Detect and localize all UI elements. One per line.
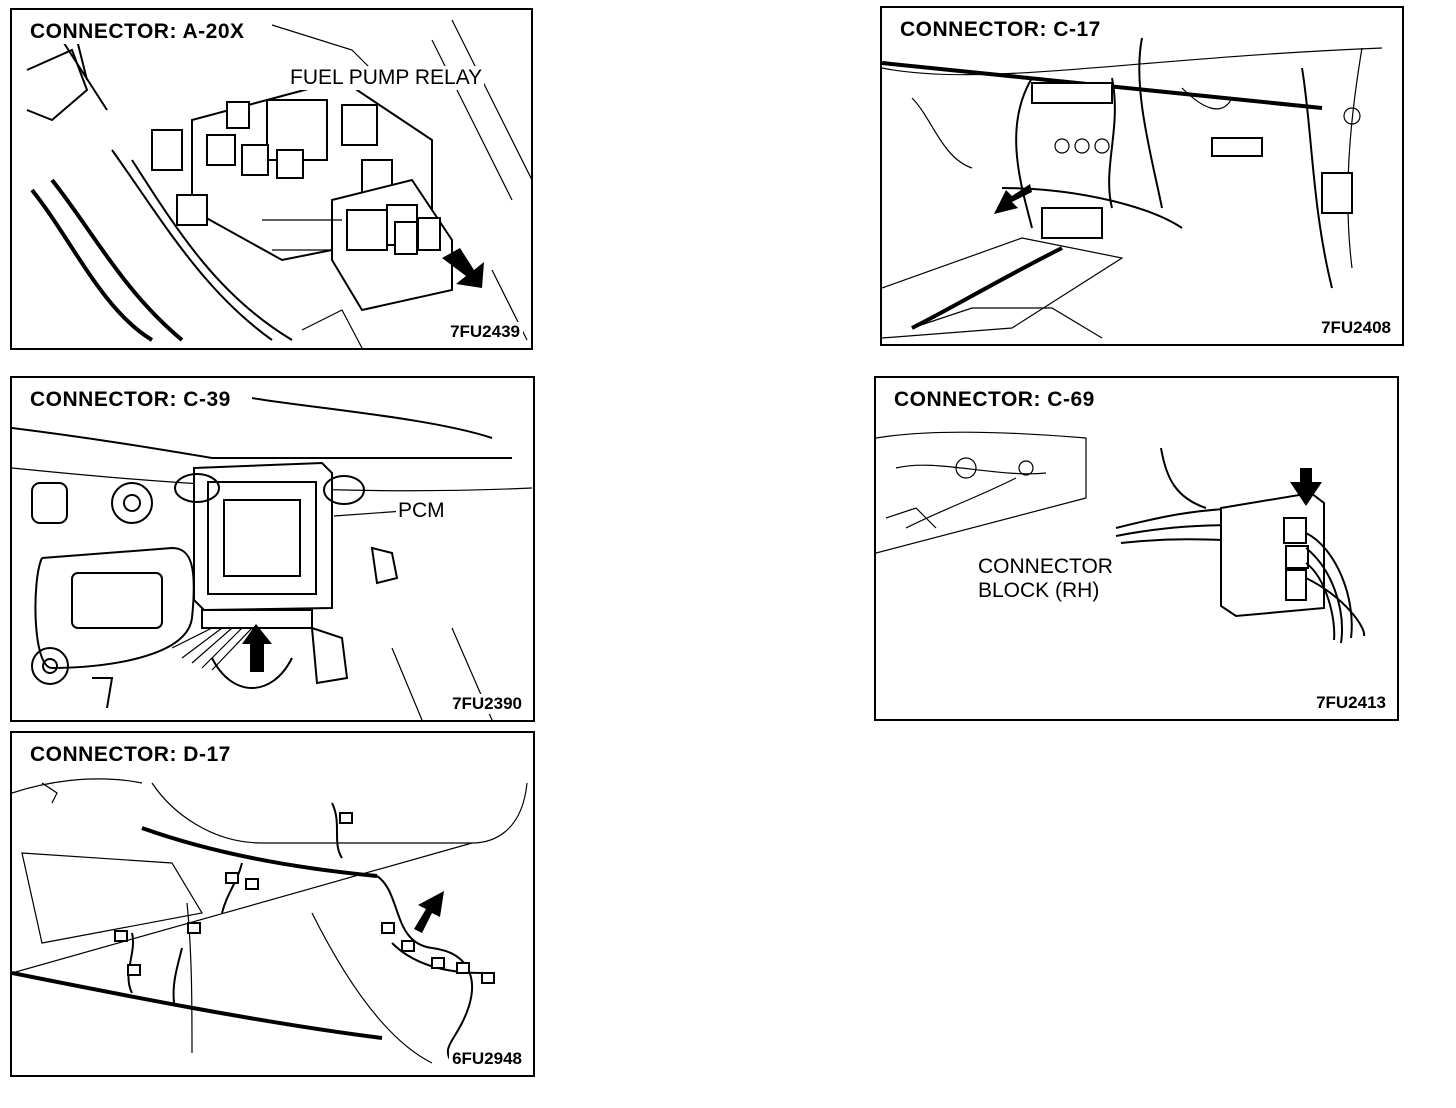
- fuel-pump-relay-illustration: [26, 19, 531, 348]
- connector-block-illustration: [876, 431, 1366, 644]
- callout-label: PCM: [396, 499, 447, 523]
- panel-title: CONNECTOR: C-17: [896, 18, 1105, 42]
- panel-title: CONNECTOR: D-17: [26, 743, 235, 767]
- pcm-location-illustration: [12, 397, 533, 720]
- figure-code: 7FU2413: [1313, 693, 1389, 713]
- panel-connector-d17: CONNECTOR: D-17 6FU2948: [10, 731, 535, 1077]
- panel-connector-c39: CONNECTOR: C-39 PCM 7FU2390: [10, 376, 535, 722]
- panel-title: CONNECTOR: A-20X: [26, 20, 249, 44]
- figure-code: 6FU2948: [449, 1049, 525, 1069]
- figure-code: 7FU2390: [449, 694, 525, 714]
- figure-code: 7FU2439: [447, 322, 523, 342]
- figure-code: 7FU2408: [1318, 318, 1394, 338]
- panel-connector-c17: CONNECTOR: C-17 7FU2408: [880, 6, 1404, 346]
- callout-label-line-1: CONNECTOR: [976, 555, 1115, 579]
- floor-harness-illustration: [12, 778, 528, 1064]
- dashboard-harness-illustration: [882, 37, 1383, 339]
- panel-connector-c69: CONNECTOR: C-69 CONNECTOR BLOCK (RH) 7FU…: [874, 376, 1399, 721]
- panel-title: CONNECTOR: C-69: [890, 388, 1099, 412]
- panel-title: CONNECTOR: C-39: [26, 388, 235, 412]
- callout-label-line-2: BLOCK (RH): [976, 579, 1102, 603]
- callout-label: FUEL PUMP RELAY: [288, 66, 485, 90]
- panel-connector-a20x: CONNECTOR: A-20X FUEL PUMP RELAY 7FU2439: [10, 8, 533, 350]
